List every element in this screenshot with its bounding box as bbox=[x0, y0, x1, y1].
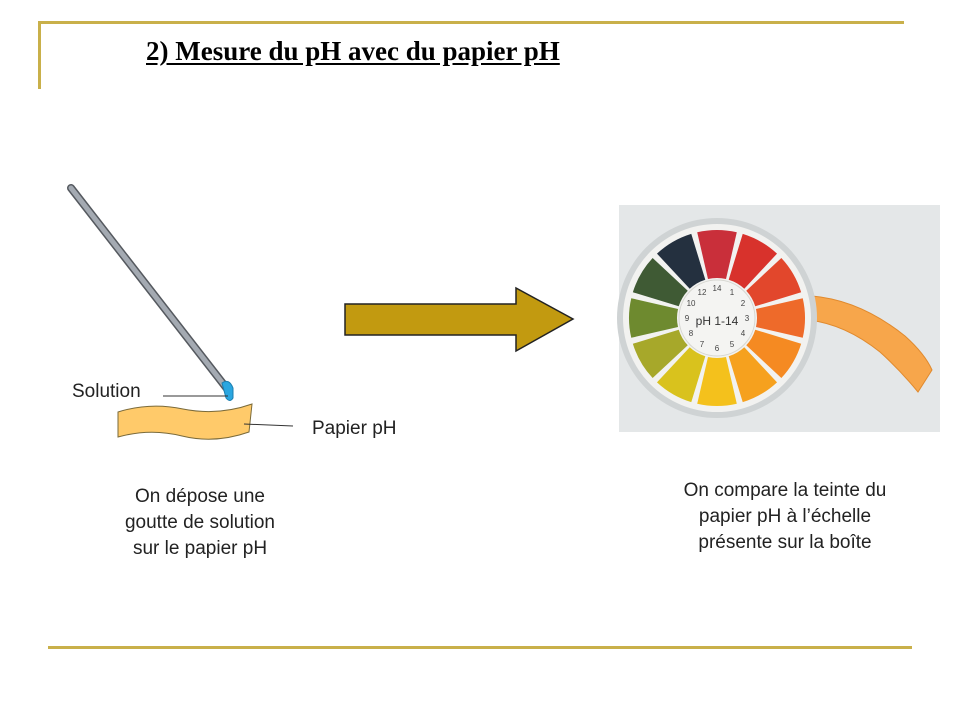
frame-top-line bbox=[40, 21, 904, 24]
right-arrow bbox=[344, 286, 575, 353]
frame-left-line bbox=[38, 21, 41, 89]
ph-paper-roll-strip bbox=[807, 295, 933, 393]
scale-number: 12 bbox=[698, 288, 707, 297]
color-scale-segment bbox=[632, 257, 688, 307]
right-caption: On compare la teinte du papier pH à l’éc… bbox=[630, 478, 940, 556]
scale-number: 10 bbox=[687, 299, 696, 308]
scale-number: 4 bbox=[741, 329, 746, 338]
color-scale-segment bbox=[632, 329, 688, 379]
scale-number: 3 bbox=[745, 314, 750, 323]
paper-label: Papier pH bbox=[312, 418, 397, 439]
scale-number: 1 bbox=[730, 288, 735, 297]
color-scale-segment bbox=[697, 356, 737, 406]
solution-label: Solution bbox=[72, 381, 141, 402]
color-scale-segment bbox=[697, 230, 737, 280]
scale-number: 7 bbox=[700, 340, 705, 349]
scale-number: 5 bbox=[730, 340, 735, 349]
color-scale-segment bbox=[746, 329, 802, 379]
ph-box-label: pH 1-14 bbox=[696, 314, 739, 328]
color-scale-segment bbox=[755, 298, 806, 338]
scale-number: 2 bbox=[741, 299, 746, 308]
scale-number: 14 bbox=[713, 284, 722, 293]
scale-number: 9 bbox=[685, 314, 690, 323]
color-scale-segment bbox=[629, 298, 679, 338]
scale-number: 8 bbox=[689, 329, 694, 338]
solution-drop bbox=[221, 380, 234, 401]
right-caption-line: papier pH à l’échelle bbox=[698, 506, 872, 527]
color-scale-segment bbox=[746, 257, 802, 307]
left-caption-line: sur le papier pH bbox=[132, 538, 268, 559]
right-caption-line: présente sur la boîte bbox=[698, 532, 872, 553]
left-caption-line: goutte de solution bbox=[124, 512, 275, 533]
color-scale-segment bbox=[656, 347, 706, 403]
glass-rod bbox=[67, 184, 232, 394]
color-scale-segment bbox=[656, 233, 706, 289]
slide-title: 2) Mesure du pH avec du papier pH bbox=[146, 36, 560, 66]
color-scale-segment bbox=[728, 233, 778, 289]
right-caption-line: On compare la teinte du bbox=[683, 480, 887, 501]
frame-bottom-line bbox=[48, 646, 912, 649]
ph-paper-strip bbox=[117, 403, 253, 440]
left-caption-line: On dépose une bbox=[135, 486, 265, 507]
color-scale-segment bbox=[728, 347, 778, 403]
scale-number: 6 bbox=[715, 344, 720, 353]
left-caption: On dépose une goutte de solution sur le … bbox=[90, 484, 310, 562]
paper-leader-line bbox=[243, 423, 294, 427]
